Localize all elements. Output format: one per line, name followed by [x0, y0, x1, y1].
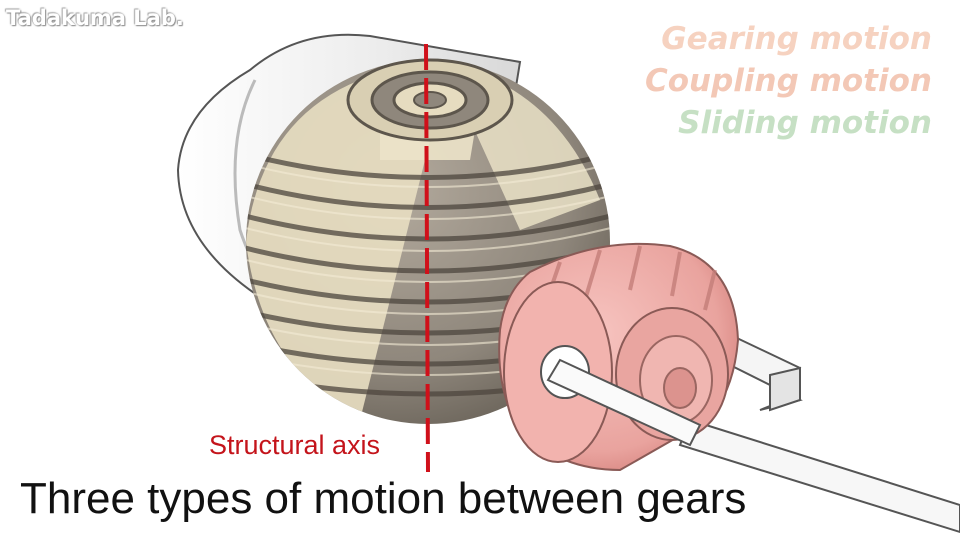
- structural-axis-label: Structural axis: [209, 430, 381, 460]
- legend-sliding-motion: Sliding motion: [678, 105, 932, 141]
- legend-coupling-motion: Coupling motion: [644, 63, 932, 99]
- sphere-pole-rings: [346, 58, 514, 142]
- shaft-bracket: [678, 328, 960, 534]
- structural-axis-line: [424, 43, 430, 473]
- shaft: [546, 358, 702, 447]
- video-caption: Three types of motion between gears: [20, 474, 747, 523]
- legend-gearing-motion: Gearing motion: [661, 21, 932, 57]
- lab-watermark: Tadakuma Lab.: [6, 6, 184, 30]
- motion-legend: Gearing motion Coupling motion Sliding m…: [645, 18, 932, 144]
